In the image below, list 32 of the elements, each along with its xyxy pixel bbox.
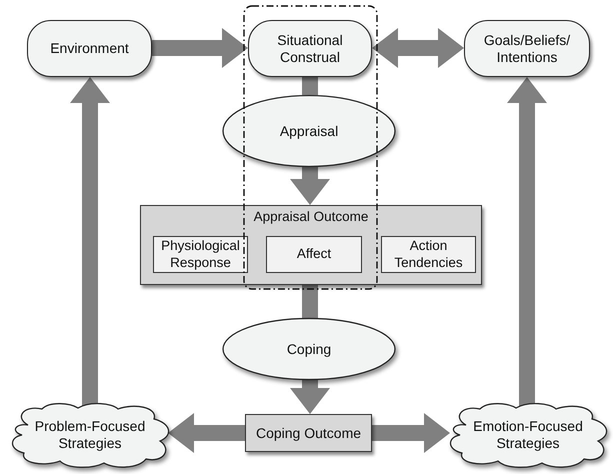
node-label: Coping Outcome — [254, 424, 362, 442]
node-label: Coping — [286, 340, 332, 358]
block-arrow — [152, 28, 248, 68]
block-arrow — [290, 167, 330, 205]
node-label: Environment — [49, 40, 130, 57]
block-arrow — [290, 380, 330, 414]
rounded-box — [27, 20, 152, 77]
rounded-box — [248, 20, 372, 77]
node-label: Emotion-Focused Strategies — [472, 418, 584, 452]
node-label: Problem-Focused Strategies — [34, 418, 146, 452]
process-box — [153, 236, 248, 273]
rounded-box — [464, 20, 590, 77]
block-arrow — [372, 28, 464, 68]
group-panel — [140, 205, 482, 285]
node-label: Action Tendencies — [393, 238, 464, 271]
connector — [302, 77, 318, 95]
node-label: Goals/Beliefs/ Intentions — [482, 32, 572, 66]
process-box — [245, 414, 372, 452]
node-label: Appraisal — [278, 122, 340, 140]
process-box — [266, 236, 362, 273]
block-arrow — [507, 77, 547, 407]
process-box — [381, 236, 476, 273]
node-label: Physiological Response — [160, 238, 241, 271]
block-arrow — [168, 413, 245, 453]
node-label: Situational Construal — [276, 32, 344, 66]
block-arrow — [372, 413, 450, 453]
node-label: Affect — [296, 246, 332, 263]
ellipse — [222, 95, 396, 167]
connector — [302, 285, 318, 318]
group-heading: Appraisal Outcome — [252, 209, 370, 226]
block-arrow — [70, 77, 110, 407]
ellipse — [222, 318, 396, 380]
